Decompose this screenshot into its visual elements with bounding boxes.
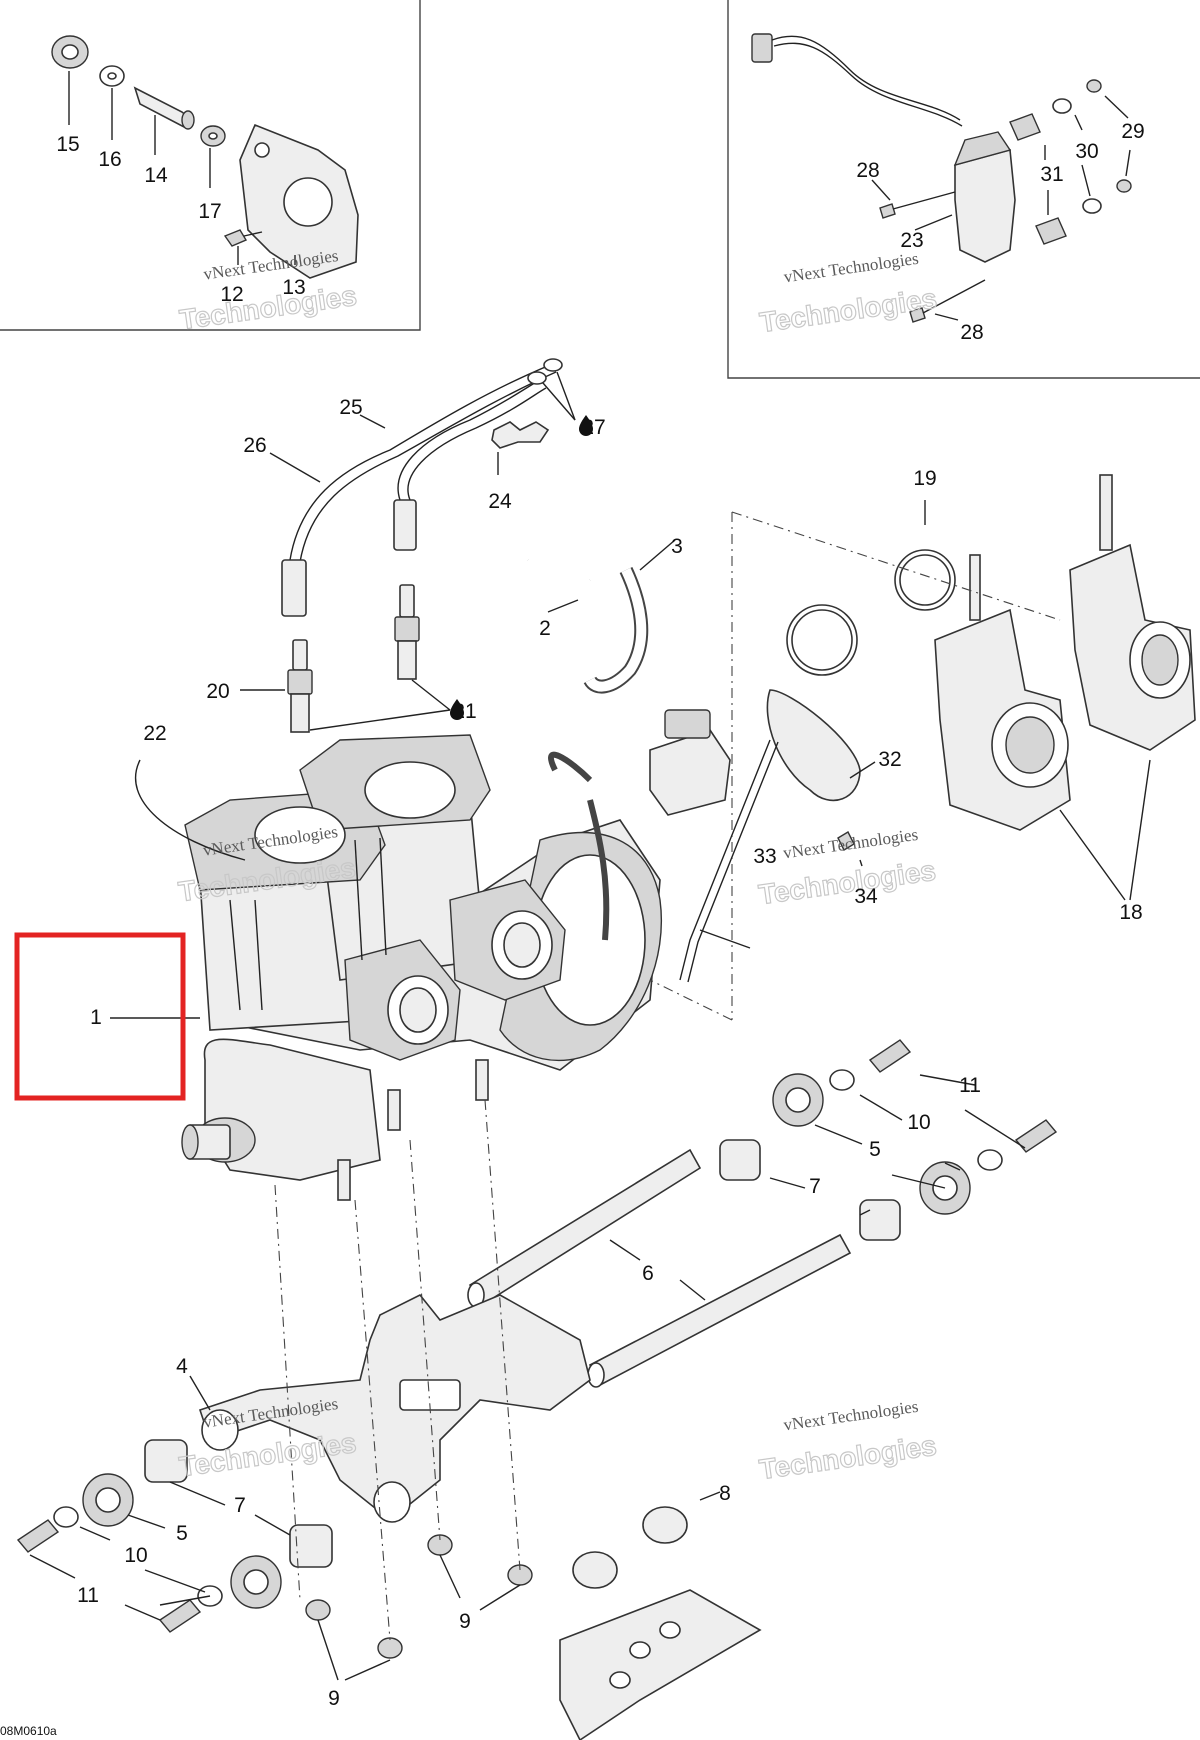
spark-plugs <box>287 584 420 733</box>
callout-label-34: 34 <box>854 885 878 908</box>
callout-label-13: 13 <box>282 276 305 299</box>
callout-label-4: 4 <box>176 1355 188 1378</box>
callout-label-10: 10 <box>124 1544 147 1567</box>
svg-text:Technologies: Technologies <box>178 280 359 336</box>
leader-lines <box>29 71 1151 1681</box>
svg-text:vNext Technologies: vNext Technologies <box>782 825 919 863</box>
callout-labels: 1516141713122823283130292526272419322021… <box>56 120 1144 1710</box>
callout-label-19: 19 <box>913 467 936 490</box>
callout-label-14: 14 <box>144 164 168 187</box>
callout-label-2: 2 <box>539 617 551 640</box>
sealant-drop-icons <box>450 415 593 720</box>
svg-text:Technologies: Technologies <box>758 283 939 339</box>
callout-label-25: 25 <box>339 396 362 419</box>
assembly-guide-lines <box>274 1099 521 1641</box>
svg-text:vNext Technologies: vNext Technologies <box>782 1397 919 1435</box>
callout-label-3: 3 <box>671 535 683 558</box>
callout-label-5: 5 <box>176 1522 188 1545</box>
callout-label-16: 16 <box>98 148 121 171</box>
callout-label-9: 9 <box>328 1687 340 1710</box>
watermark-bottom-left: vNext Technologies Technologies <box>177 1394 359 1483</box>
svg-text:Technologies: Technologies <box>757 855 938 911</box>
watermark-top-right: vNext Technologies Technologies <box>757 249 939 339</box>
inset-frame-right <box>727 0 1200 379</box>
inset-right-parts <box>751 33 1132 323</box>
callout-label-22: 22 <box>143 722 166 745</box>
callout-label-11: 11 <box>77 1584 99 1607</box>
svg-text:vNext Technologies: vNext Technologies <box>783 249 920 287</box>
callout-label-5: 5 <box>869 1138 881 1161</box>
callout-label-31: 31 <box>1040 163 1063 186</box>
callout-label-30: 30 <box>1075 140 1098 163</box>
watermark-bottom-right: vNext Technologies Technologies <box>757 1397 939 1486</box>
callout-label-7: 7 <box>234 1494 246 1517</box>
inset-left-parts <box>51 35 359 279</box>
carb-group-outline <box>649 511 1061 1021</box>
engine-assembly <box>181 734 662 1201</box>
callout-label-20: 20 <box>206 680 229 703</box>
drawing-code: 08M0610a <box>0 1724 57 1738</box>
engine-mount-parts <box>16 1039 1058 1740</box>
callout-label-18: 18 <box>1119 901 1142 924</box>
callout-label-23: 23 <box>900 229 923 252</box>
svg-text:Technologies: Technologies <box>757 1430 938 1486</box>
watermark-top-left: vNext Technologies Technologies <box>177 246 359 336</box>
carburetors <box>786 474 1196 831</box>
callout-label-12: 12 <box>220 283 243 306</box>
callout-label-11: 11 <box>959 1074 981 1097</box>
callout-label-7: 7 <box>809 1175 821 1198</box>
callout-label-15: 15 <box>56 133 79 156</box>
watermark-middle-right: vNext Technologies Technologies <box>756 825 938 911</box>
callout-label-28: 28 <box>960 321 983 344</box>
hoses <box>523 544 649 694</box>
drop-icon <box>579 415 593 436</box>
callout-label-10: 10 <box>907 1111 930 1134</box>
callout-label-33: 33 <box>753 845 776 868</box>
callout-label-9: 9 <box>459 1610 471 1633</box>
highlight-box-part-1 <box>14 932 186 1101</box>
rave-valve-parts <box>548 689 861 983</box>
spark-plug-cables <box>281 358 563 617</box>
drop-icon <box>450 699 464 720</box>
callout-label-17: 17 <box>198 200 221 223</box>
callout-label-8: 8 <box>719 1482 731 1505</box>
callout-label-28: 28 <box>856 159 879 182</box>
callout-label-26: 26 <box>243 434 266 457</box>
callout-label-6: 6 <box>642 1262 654 1285</box>
callout-label-32: 32 <box>878 748 901 771</box>
callout-label-1: 1 <box>90 1006 102 1029</box>
callout-label-29: 29 <box>1121 120 1144 143</box>
inset-frame-left <box>0 0 421 331</box>
callout-label-24: 24 <box>488 490 512 513</box>
